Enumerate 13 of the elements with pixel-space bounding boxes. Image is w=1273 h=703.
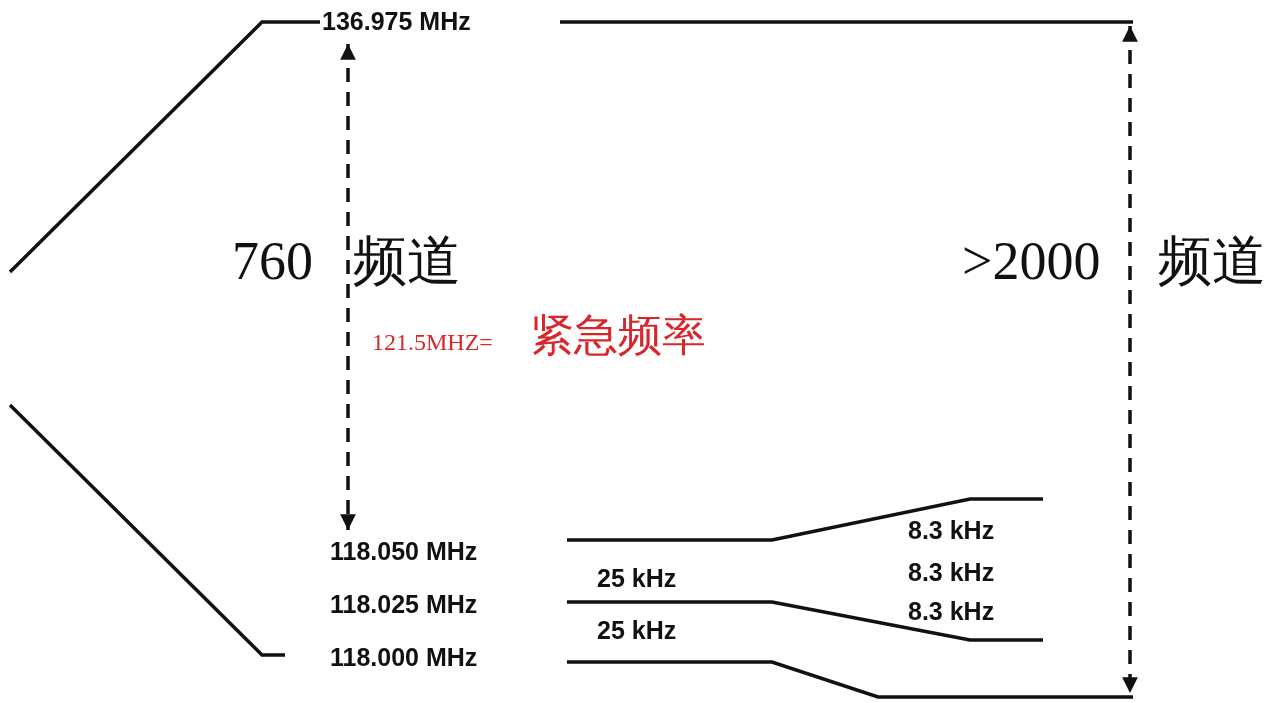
- frequency-label: 8.3 kHz: [908, 559, 995, 587]
- annotation-text: >2000 频道: [962, 232, 1266, 292]
- frequency-label: 8.3 kHz: [908, 598, 995, 626]
- frequency-label: 25 kHz: [597, 565, 677, 593]
- annotation-text: 760 频道: [232, 232, 461, 292]
- frequency-label: 118.050 MHz: [330, 538, 478, 566]
- frequency-label: 118.000 MHz: [330, 644, 478, 672]
- frequency-label: 25 kHz: [597, 617, 677, 645]
- frequency-label: 8.3 kHz: [908, 517, 995, 545]
- annotation-text: 121.5MHZ=: [372, 328, 493, 356]
- frequency-label: 118.025 MHz: [330, 591, 478, 619]
- annotation-text: 紧急频率: [530, 311, 706, 361]
- frequency-label: 136.975 MHz: [322, 8, 471, 36]
